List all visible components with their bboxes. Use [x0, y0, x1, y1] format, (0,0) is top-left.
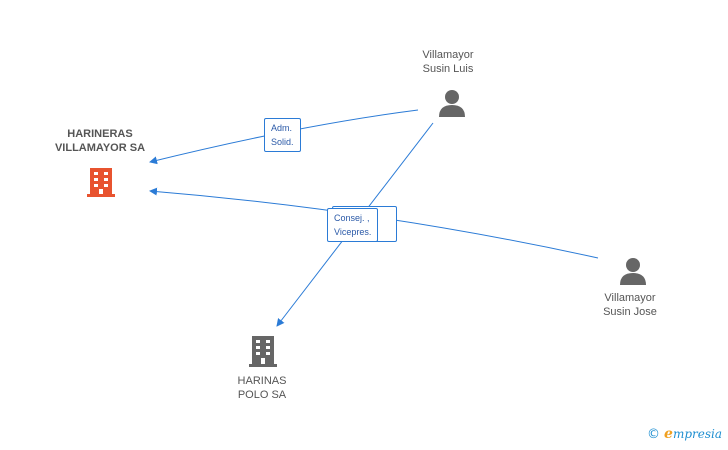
- person-icon[interactable]: [618, 256, 648, 286]
- building-icon[interactable]: [85, 166, 117, 198]
- company-harineras-line1: HARINERAS: [67, 128, 133, 140]
- edge-label-consej-vicepres[interactable]: Consej. , Vicepres.: [327, 208, 379, 242]
- edge-label-adm-solid[interactable]: Adm. Solid.: [264, 118, 301, 152]
- person-luis-line2: Susin Luis: [422, 63, 474, 75]
- building-icon[interactable]: [247, 334, 279, 368]
- company-harinas-line2: POLO SA: [237, 389, 287, 401]
- person-luis-label[interactable]: Villamayor Susin Luis: [388, 48, 508, 76]
- edge-label-consej-line1: Consej. ,: [334, 213, 370, 223]
- company-harinas-polo-label[interactable]: HARINAS POLO SA: [202, 374, 322, 402]
- company-harinas-line1: HARINAS: [237, 375, 287, 387]
- edge-label-consej-line2: Vicepres.: [334, 227, 372, 237]
- person-luis-line1: Villamayor: [422, 49, 474, 61]
- edge-label-adm-line1: Adm.: [271, 123, 293, 133]
- person-jose-line2: Susin Jose: [603, 306, 657, 318]
- company-harineras-villamayor-label[interactable]: HARINERAS VILLAMAYOR SA: [30, 127, 170, 155]
- empresia-watermark: ©empresia: [647, 426, 722, 442]
- copyright-symbol: ©: [647, 427, 661, 442]
- person-jose-line1: Villamayor: [604, 292, 656, 304]
- empresia-logo-e: e: [664, 426, 673, 442]
- company-harineras-line2: VILLAMAYOR SA: [54, 142, 146, 154]
- person-jose-label[interactable]: Villamayor Susin Jose: [570, 291, 690, 319]
- empresia-logo-text: mpresia: [672, 427, 722, 441]
- edge-label-adm-line2: Solid.: [271, 137, 294, 147]
- person-icon[interactable]: [437, 88, 467, 118]
